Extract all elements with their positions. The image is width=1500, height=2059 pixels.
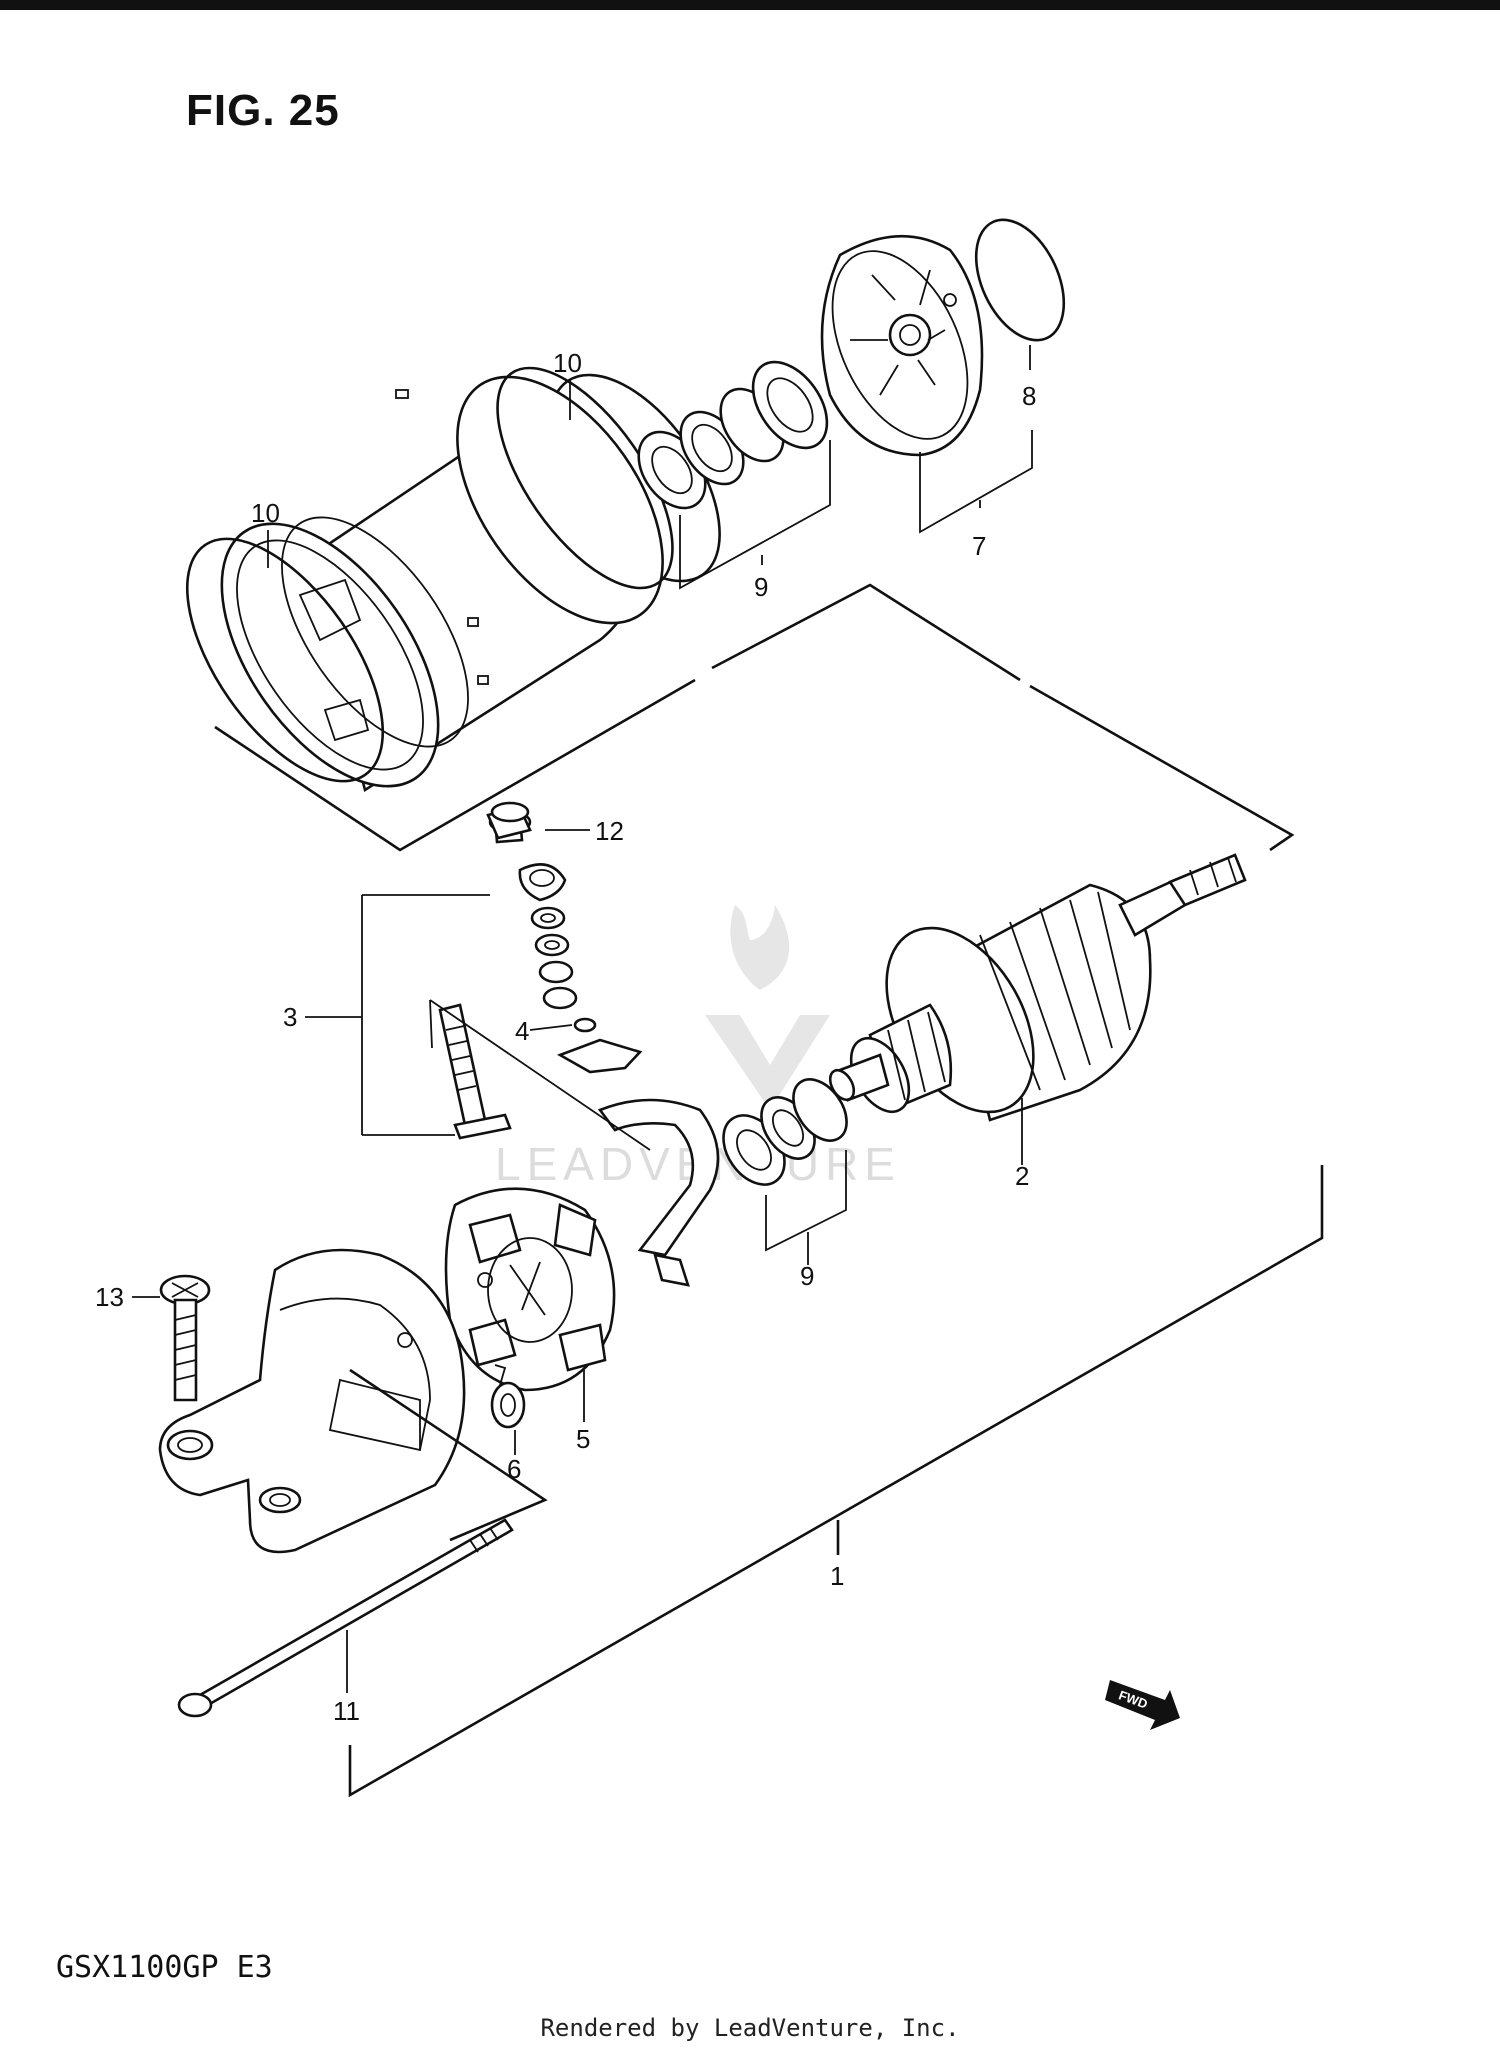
top-border [0,0,1500,10]
callout-7: 7 [972,531,986,561]
fwd-arrow: FWD [1105,1680,1180,1730]
callout-3: 3 [283,1002,297,1032]
callout-10-lower: 10 [251,498,280,528]
callout-1: 1 [830,1561,844,1591]
shim-set-upper [637,360,829,510]
shim-set-lower [722,1078,848,1186]
leader-lines [132,345,1324,1798]
callout-12: 12 [595,816,624,846]
bolt-13 [159,1274,211,1402]
footer-credit: Rendered by LeadVenture, Inc. [540,2014,960,2042]
yoke-housing [220,373,721,793]
terminal-set [438,810,597,1140]
callout-2: 2 [1015,1161,1029,1191]
callout-6: 6 [507,1454,521,1484]
rear-end-cover [158,1248,466,1554]
oil-seal-6 [490,1364,526,1429]
brush-holder [444,1038,720,1392]
callout-11: 11 [333,1696,360,1726]
callout-10-upper: 10 [553,348,582,378]
callout-labels: 1 2 3 4 5 6 7 8 9 9 10 10 11 12 13 [95,348,1036,1726]
front-housing [820,234,984,457]
callout-9-lower: 9 [800,1261,814,1291]
callout-8: 8 [1022,381,1036,411]
callout-9-upper: 9 [754,572,768,602]
o-ring-8 [974,218,1066,342]
callout-4: 4 [515,1016,529,1046]
callout-13: 13 [95,1282,124,1312]
through-bolt-11 [177,1518,514,1718]
o-ring-10-lower [185,537,385,783]
nut-12 [486,801,532,840]
armature [828,853,1247,1122]
o-ring-10-upper [496,366,674,590]
model-code: GSX1100GP E3 [56,1950,273,1985]
yoke-group-outline [214,583,1295,852]
callout-5: 5 [576,1424,590,1454]
figure-title: FIG. 25 [186,86,340,135]
